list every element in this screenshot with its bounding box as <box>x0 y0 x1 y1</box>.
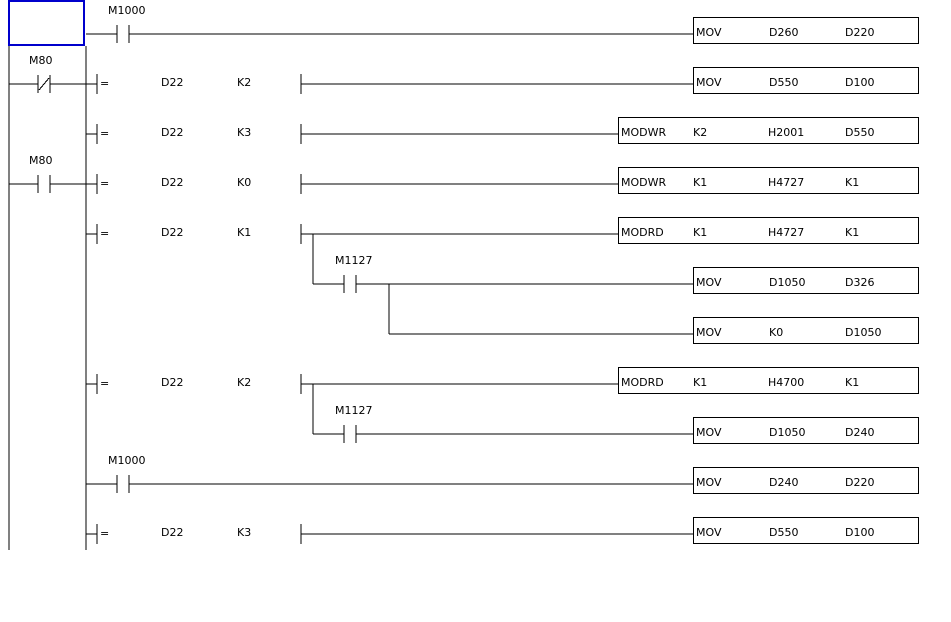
instr-modrd-k1-h4727-operand: K1 <box>845 226 859 239</box>
compare-d22-k0-operator: = <box>100 177 109 190</box>
compare-d22-k2-b-operand-a: D22 <box>161 376 183 389</box>
compare-d22-k2-operand-b: K2 <box>237 76 251 89</box>
instr-mov-k0-d1050-box[interactable] <box>693 317 919 344</box>
instr-mov-d1050-d240-op[interactable]: MOV <box>696 426 722 439</box>
contact-m1000-b-label: M1000 <box>108 454 146 467</box>
compare-d22-k0-operand-a: D22 <box>161 176 183 189</box>
instr-modwr-k2-h2001-operand: H2001 <box>768 126 804 139</box>
instr-mov-d240-d220-box[interactable] <box>693 467 919 494</box>
contact-m80-nc-label: M80 <box>29 54 53 67</box>
contact-m80-no-label: M80 <box>29 154 53 167</box>
instr-modwr-k1-h4727-box[interactable] <box>618 167 919 194</box>
compare-d22-k3-b-operand-b: K3 <box>237 526 251 539</box>
instr-modwr-k1-h4727-operand: H4727 <box>768 176 804 189</box>
instr-mov-d550-d100-b-op[interactable]: MOV <box>696 526 722 539</box>
instr-mov-d550-d100-b-operand: D550 <box>769 526 798 539</box>
instr-modrd-k1-h4700-operand: K1 <box>845 376 859 389</box>
compare-d22-k1-operand-b: K1 <box>237 226 251 239</box>
compare-d22-k3-operator: = <box>100 127 109 140</box>
compare-d22-k2-operand-a: D22 <box>161 76 183 89</box>
compare-d22-k3-b-operand-a: D22 <box>161 526 183 539</box>
instr-modwr-k2-h2001-box[interactable] <box>618 117 919 144</box>
instr-mov-d240-d220-op[interactable]: MOV <box>696 476 722 489</box>
compare-d22-k2-operator: = <box>100 77 109 90</box>
instr-mov-d1050-d240-box[interactable] <box>693 417 919 444</box>
compare-d22-k2-b-operator: = <box>100 377 109 390</box>
instr-modrd-k1-h4727-box[interactable] <box>618 217 919 244</box>
instr-mov-d550-d100-operand: D550 <box>769 76 798 89</box>
contact-m1127-a-label: M1127 <box>335 254 373 267</box>
instr-modrd-k1-h4700-box[interactable] <box>618 367 919 394</box>
instr-mov-d1050-d240-operand: D1050 <box>769 426 805 439</box>
instr-modwr-k2-h2001-operand: K2 <box>693 126 707 139</box>
compare-d22-k2-b-operand-b: K2 <box>237 376 251 389</box>
instr-mov-d1050-d326-box[interactable] <box>693 267 919 294</box>
instr-mov-d1050-d326-op[interactable]: MOV <box>696 276 722 289</box>
instr-mov-d550-d100-b-box[interactable] <box>693 517 919 544</box>
instr-modwr-k1-h4727-operand: K1 <box>693 176 707 189</box>
instr-modrd-k1-h4700-operand: K1 <box>693 376 707 389</box>
instr-modrd-k1-h4727-operand: K1 <box>693 226 707 239</box>
contact-m1127-b-label: M1127 <box>335 404 373 417</box>
instr-mov-d240-d220-operand: D220 <box>845 476 874 489</box>
instr-modrd-k1-h4700-operand: H4700 <box>768 376 804 389</box>
instr-mov-d550-d100-box[interactable] <box>693 67 919 94</box>
instr-modwr-k2-h2001-operand: D550 <box>845 126 874 139</box>
instr-mov-d1050-d240-operand: D240 <box>845 426 874 439</box>
instr-mov-d550-d100-op[interactable]: MOV <box>696 76 722 89</box>
instr-modwr-k1-h4727-operand: K1 <box>845 176 859 189</box>
instr-mov-d240-d220-operand: D240 <box>769 476 798 489</box>
instr-modrd-k1-h4700-op[interactable]: MODRD <box>621 376 664 389</box>
instr-mov-k0-d1050-op[interactable]: MOV <box>696 326 722 339</box>
instr-modwr-k2-h2001-op[interactable]: MODWR <box>621 126 666 139</box>
cell-cursor[interactable] <box>8 0 85 46</box>
instr-mov-d550-d100-operand: D100 <box>845 76 874 89</box>
compare-d22-k1-operator: = <box>100 227 109 240</box>
instr-mov-d1050-d326-operand: D1050 <box>769 276 805 289</box>
contact-m1000-label: M1000 <box>108 4 146 17</box>
instr-modrd-k1-h4727-op[interactable]: MODRD <box>621 226 664 239</box>
contact-m80-nc-slash <box>38 77 50 91</box>
compare-d22-k1-operand-a: D22 <box>161 226 183 239</box>
instr-modrd-k1-h4727-operand: H4727 <box>768 226 804 239</box>
compare-d22-k0-operand-b: K0 <box>237 176 251 189</box>
instr-modwr-k1-h4727-op[interactable]: MODWR <box>621 176 666 189</box>
instr-mov-k0-d1050-operand: D1050 <box>845 326 881 339</box>
instr-mov-d260-d220-op[interactable]: MOV <box>696 26 722 39</box>
compare-d22-k3-operand-b: K3 <box>237 126 251 139</box>
instr-mov-d260-d220-operand: D220 <box>845 26 874 39</box>
compare-d22-k3-b-operator: = <box>100 527 109 540</box>
compare-d22-k3-operand-a: D22 <box>161 126 183 139</box>
instr-mov-d1050-d326-operand: D326 <box>845 276 874 289</box>
instr-mov-d550-d100-b-operand: D100 <box>845 526 874 539</box>
instr-mov-d260-d220-box[interactable] <box>693 17 919 44</box>
instr-mov-k0-d1050-operand: K0 <box>769 326 783 339</box>
instr-mov-d260-d220-operand: D260 <box>769 26 798 39</box>
